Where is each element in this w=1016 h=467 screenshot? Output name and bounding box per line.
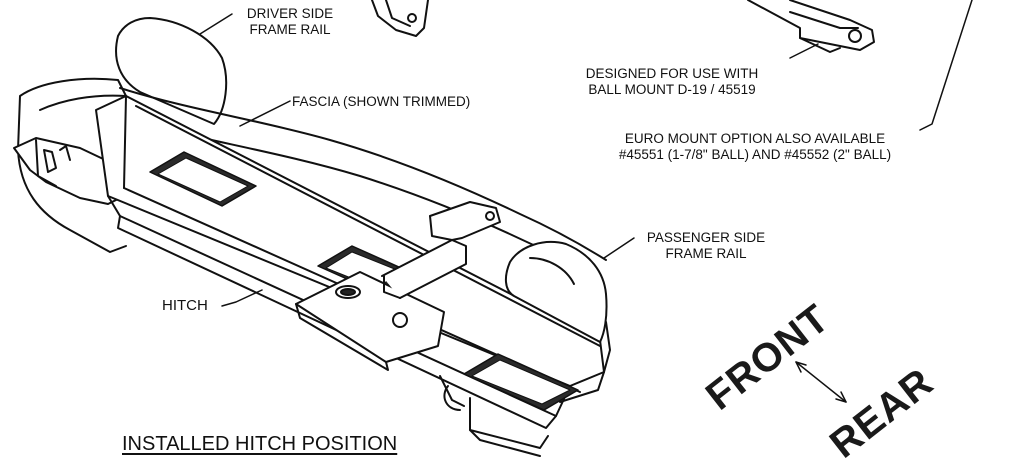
euro-mount-line-2: #45551 (1-7/8" BALL) AND #45552 (2" BALL… — [618, 147, 892, 162]
ball-mount-shank — [747, 0, 875, 53]
driver-side-frame-rail-label: DRIVER SIDE FRAME RAIL — [240, 6, 340, 38]
passenger-side-frame-rail-label: PASSENGER SIDE FRAME RAIL — [636, 230, 776, 262]
passenger-side-frame-rail — [504, 241, 608, 343]
upper-bracket-fragment — [371, 0, 429, 37]
passenger-rail-line-1: PASSENGER SIDE — [646, 230, 766, 245]
euro-mount-line-1: EURO MOUNT OPTION ALSO AVAILABLE — [624, 131, 886, 146]
ball-mount-label: DESIGNED FOR USE WITH BALL MOUNT D-19 / … — [566, 66, 778, 98]
fascia-label: FASCIA (SHOWN TRIMMED) — [292, 94, 471, 109]
driver-rail-line-1: DRIVER SIDE — [246, 6, 334, 21]
ball-mount-line-2: BALL MOUNT D-19 / 45519 — [588, 82, 756, 97]
ball-mount-line-1: DESIGNED FOR USE WITH — [585, 66, 759, 81]
front-rear-arrow — [795, 361, 847, 403]
drawing-title: INSTALLED HITCH POSITION — [122, 433, 398, 455]
driver-rail-line-2: FRAME RAIL — [249, 22, 331, 37]
passenger-rail-line-2: FRAME RAIL — [665, 246, 747, 261]
lower-mounting-brackets — [439, 375, 549, 457]
driver-side-frame-rail — [17, 17, 228, 253]
receiver-bracket — [295, 201, 501, 371]
leader-lines — [199, 0, 973, 307]
hitch-label: HITCH — [162, 297, 208, 314]
euro-mount-label: EURO MOUNT OPTION ALSO AVAILABLE #45551 … — [594, 131, 916, 163]
